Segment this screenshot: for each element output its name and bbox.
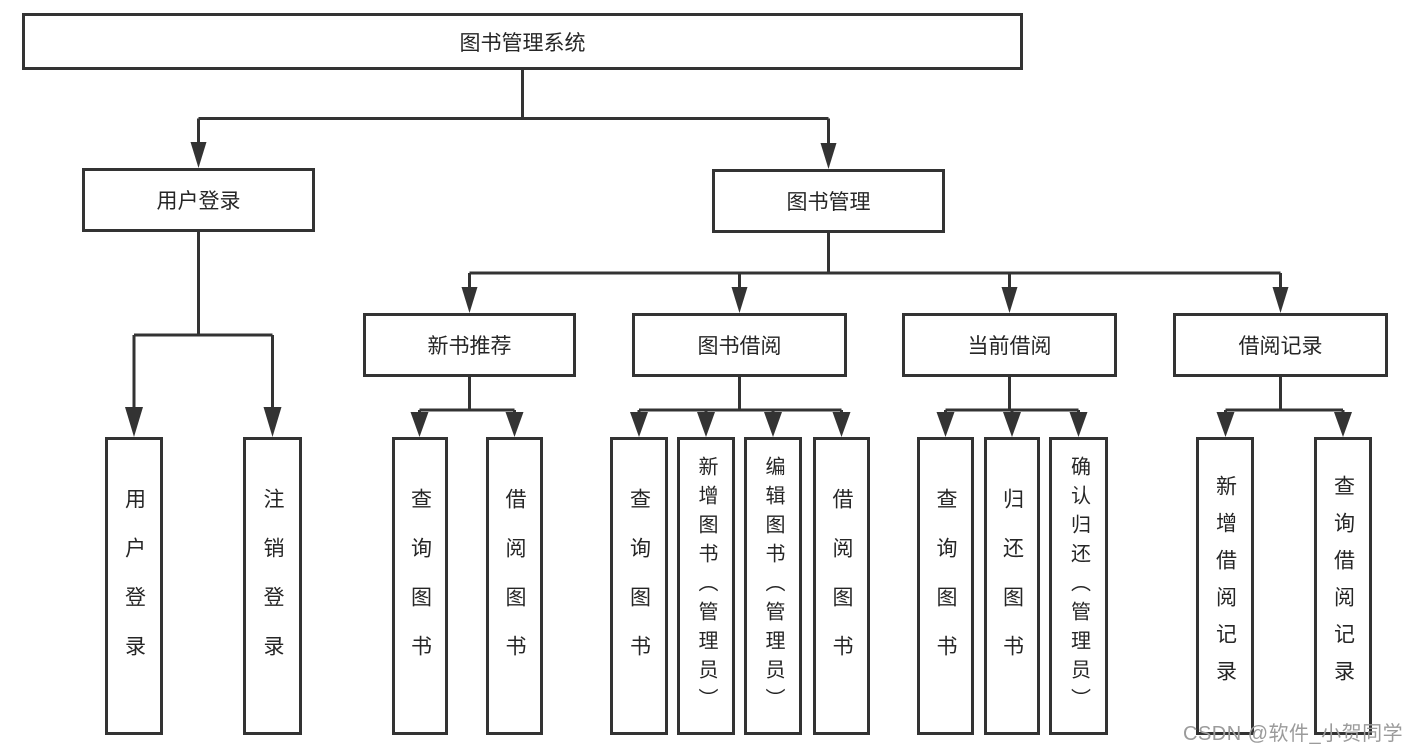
leaf-search-books-borrow: 查询图书 (610, 437, 668, 735)
leaf-borrow-books-recommend: 借阅图书 (486, 437, 543, 735)
node-user-login: 用户登录 (82, 168, 315, 232)
leaf-search-books-recommend: 查询图书 (392, 437, 448, 735)
watermark: CSDN @软件_小贺同学 (1183, 723, 1404, 745)
leaf-logout-login: 注销登录 (243, 437, 302, 735)
leaf-search-books-current: 查询图书 (917, 437, 974, 735)
leaf-search-borrow-record: 查询借阅记录 (1314, 437, 1372, 735)
leaf-return-books: 归还图书 (984, 437, 1040, 735)
node-book-borrow: 图书借阅 (632, 313, 847, 377)
leaf-add-borrow-record: 新增借阅记录 (1196, 437, 1254, 735)
leaf-add-books-admin: 新增图书（管理员） (677, 437, 735, 735)
leaf-confirm-return-admin: 确认归还（管理员） (1049, 437, 1108, 735)
node-library-system: 图书管理系统 (22, 13, 1023, 70)
leaf-borrow-books: 借阅图书 (813, 437, 870, 735)
node-current-borrow: 当前借阅 (902, 313, 1117, 377)
leaf-user-login: 用户登录 (105, 437, 163, 735)
node-new-book-recommend: 新书推荐 (363, 313, 576, 377)
node-book-management: 图书管理 (712, 169, 945, 233)
node-borrow-records: 借阅记录 (1173, 313, 1388, 377)
leaf-edit-books-admin: 编辑图书（管理员） (744, 437, 802, 735)
